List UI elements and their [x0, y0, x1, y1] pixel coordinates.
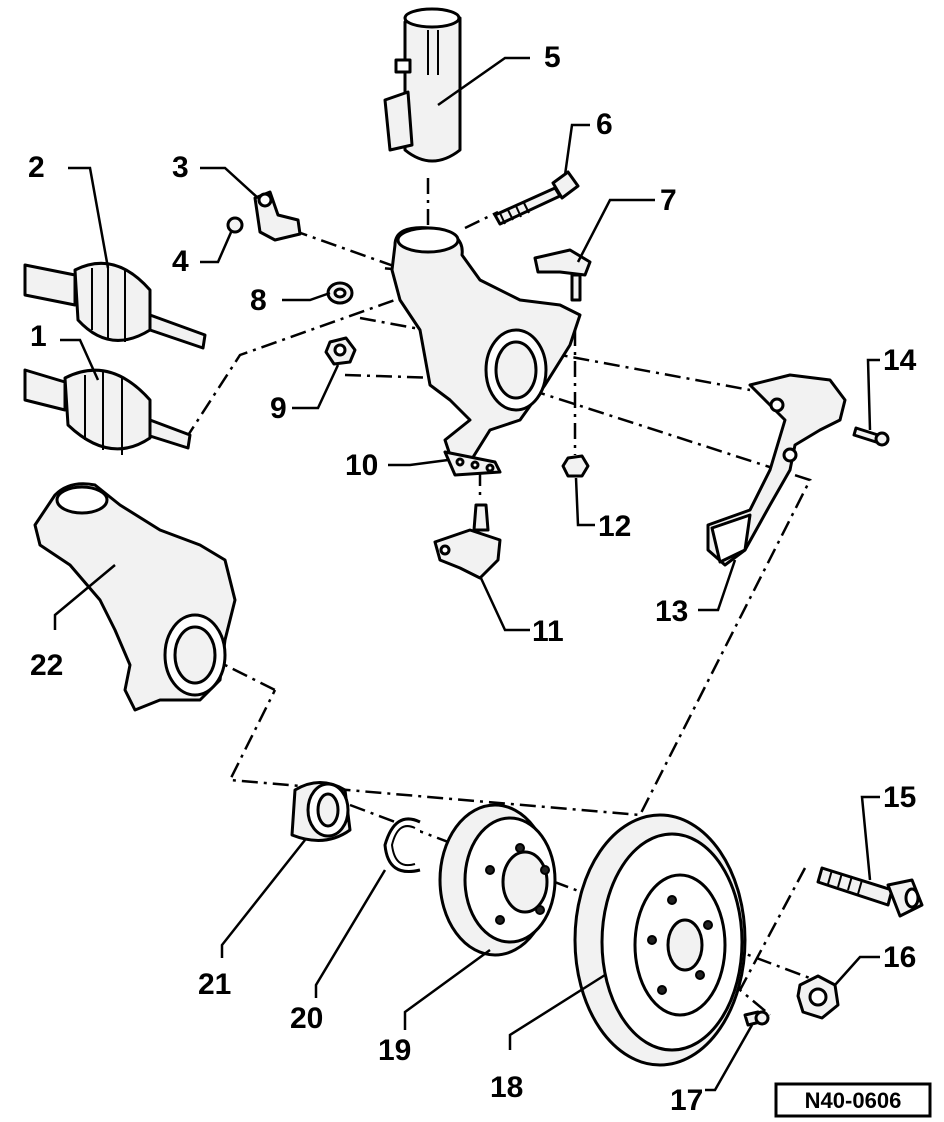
label-3: 3 [172, 151, 189, 184]
part-13-brake-caliper-carrier [706, 373, 847, 567]
part-2-drive-shaft-boot [23, 261, 207, 350]
part-16-hub-nut [796, 974, 840, 1020]
part-11-ball-joint [433, 503, 502, 580]
part-21-wheel-bearing [290, 781, 352, 842]
label-2: 2 [28, 151, 45, 184]
label-20: 20 [290, 1002, 323, 1035]
label-13: 13 [655, 595, 688, 628]
label-4: 4 [172, 245, 189, 278]
part-12-nut [561, 454, 590, 478]
part-4-screw [226, 216, 244, 234]
label-15: 15 [883, 781, 916, 814]
part-22-wheel-bearing-housing [33, 482, 237, 712]
label-10: 10 [345, 449, 378, 482]
reference-code-box: N40-0606 [774, 1082, 932, 1118]
label-17: 17 [670, 1084, 703, 1117]
part-6-bolt [493, 170, 580, 226]
label-5: 5 [544, 41, 561, 74]
label-6: 6 [596, 108, 613, 141]
part-18-brake-disc [573, 813, 747, 1067]
label-19: 19 [378, 1034, 411, 1067]
label-14: 14 [883, 344, 917, 377]
label-18: 18 [490, 1071, 523, 1104]
part-10-clamping-plate [443, 450, 502, 477]
leader-lines [53, 56, 880, 1092]
part-1-drive-shaft-joint [23, 368, 192, 455]
label-1: 1 [30, 320, 47, 353]
part-3-speed-sensor [253, 190, 302, 242]
part-17-screw [743, 1010, 770, 1027]
part-20-circlip [383, 817, 421, 873]
part-7-tie-rod-end [533, 248, 592, 302]
reference-code: N40-0606 [805, 1088, 902, 1113]
label-8: 8 [250, 284, 267, 317]
label-21: 21 [198, 968, 231, 1001]
callout-labels: 1 2 3 4 5 6 7 8 9 10 11 12 13 14 15 16 1… [28, 41, 917, 1117]
label-11: 11 [532, 615, 564, 648]
part-15-hub-bolt [816, 866, 924, 918]
label-9: 9 [270, 392, 287, 425]
part-14-bolt [852, 426, 890, 447]
label-22: 22 [30, 649, 63, 682]
label-16: 16 [883, 941, 916, 974]
part-8-nut [326, 281, 354, 305]
part-5-suspension-strut [383, 7, 462, 163]
part-19-wheel-hub [438, 803, 557, 957]
label-12: 12 [598, 510, 631, 543]
part-9-nut [324, 336, 357, 366]
steering-knuckle [390, 226, 582, 472]
label-7: 7 [660, 184, 677, 217]
